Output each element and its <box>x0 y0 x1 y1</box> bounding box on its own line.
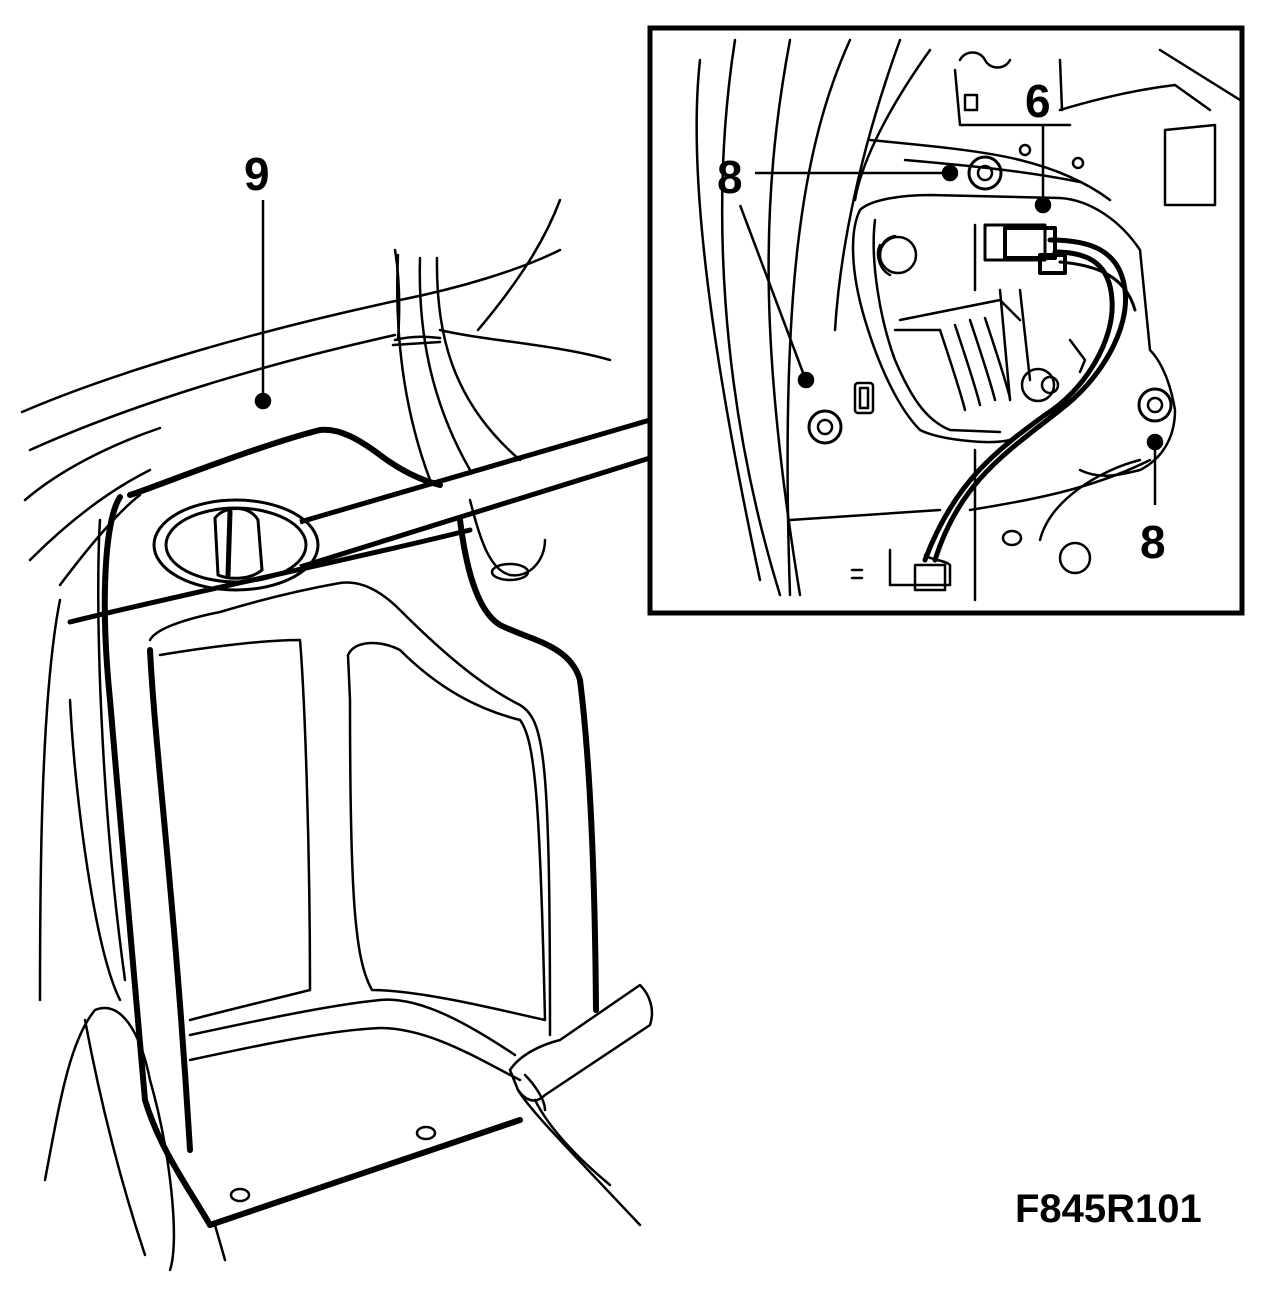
side-cavity <box>468 498 547 582</box>
support-bracket <box>508 983 654 1227</box>
leader-dot <box>1034 196 1052 214</box>
inset-leader-lines <box>299 417 651 570</box>
callout-part-8-lower: 8 <box>1140 516 1166 568</box>
leader-dot <box>1146 433 1164 451</box>
callout-part-6: 6 <box>1025 75 1051 127</box>
inner-panel <box>148 581 552 1082</box>
inset-callout-leaders <box>738 125 1164 505</box>
mounting-holes <box>229 1125 437 1203</box>
callout-part-9: 9 <box>244 148 270 200</box>
part-9-leader <box>254 200 272 410</box>
lower-trim <box>38 518 227 1272</box>
body-contour-lines <box>20 198 612 587</box>
main-view <box>20 198 654 1272</box>
lamp-opening <box>152 498 320 592</box>
leader-dot <box>941 164 959 182</box>
figure-id: F845R101 <box>1015 1187 1202 1231</box>
detail-inset <box>647 25 1245 616</box>
cavity-bottom-edge <box>67 527 473 625</box>
leader-dot <box>797 371 815 389</box>
callout-part-8-upper: 8 <box>717 151 743 203</box>
cable-conduit <box>391 253 522 482</box>
